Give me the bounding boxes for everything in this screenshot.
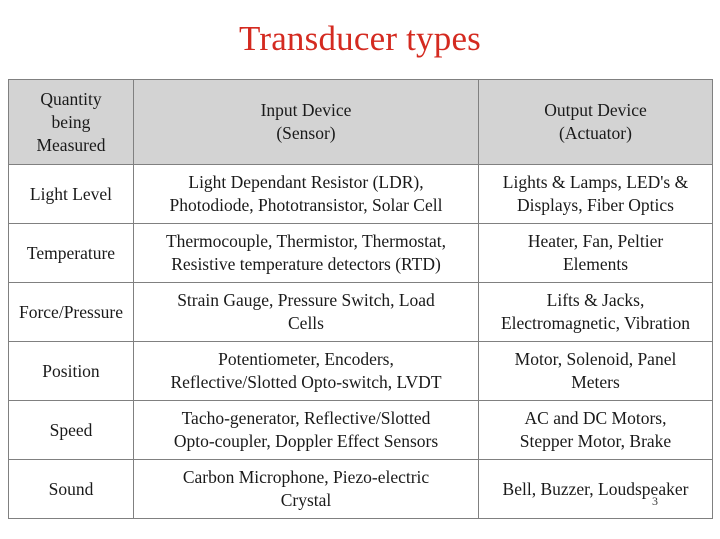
cell-output-device-line-1: AC and DC Motors, — [524, 408, 667, 428]
table-row: Temperature Thermocouple, Thermistor, Th… — [8, 223, 713, 283]
cell-input-device-line-1: Tacho-generator, Reflective/Slotted — [181, 408, 431, 428]
transducer-types-table: Quantity being Measured Input Device (Se… — [8, 79, 713, 519]
cell-output-device-line-2: Meters — [571, 372, 620, 392]
cell-input-device-line-1: Light Dependant Resistor (LDR), — [188, 172, 424, 192]
table-header-row: Quantity being Measured Input Device (Se… — [8, 79, 713, 165]
cell-output-device: Motor, Solenoid, Panel Meters — [478, 341, 713, 401]
cell-input-device: Thermocouple, Thermistor, Thermostat, Re… — [133, 223, 479, 283]
column-header-quantity: Quantity being Measured — [8, 79, 134, 165]
cell-input-device: Carbon Microphone, Piezo-electric Crysta… — [133, 459, 479, 519]
cell-output-device: Heater, Fan, Peltier Elements — [478, 223, 713, 283]
table-row: Position Potentiometer, Encoders, Reflec… — [8, 341, 713, 401]
cell-quantity: Temperature — [8, 223, 134, 283]
cell-quantity: Light Level — [8, 164, 134, 224]
column-header-output-device-line-2: (Actuator) — [559, 123, 632, 143]
cell-input-device-line-1: Potentiometer, Encoders, — [218, 349, 394, 369]
cell-output-device-line-2: Stepper Motor, Brake — [519, 431, 672, 451]
cell-input-device-line-1: Carbon Microphone, Piezo-electric — [182, 467, 430, 487]
cell-input-device: Tacho-generator, Reflective/Slotted Opto… — [133, 400, 479, 460]
column-header-quantity-line-1: Quantity — [40, 88, 102, 109]
table-row: Force/Pressure Strain Gauge, Pressure Sw… — [8, 282, 713, 342]
cell-output-device-line-1: Bell, Buzzer, Loudspeaker — [502, 478, 689, 499]
cell-quantity: Force/Pressure — [8, 282, 134, 342]
cell-input-device-line-2: Photodiode, Phototransistor, Solar Cell — [169, 195, 443, 215]
cell-output-device-line-1: Lights & Lamps, LED's & — [502, 172, 689, 192]
cell-output-device-line-1: Lifts & Jacks, — [546, 290, 645, 310]
cell-input-device: Strain Gauge, Pressure Switch, Load Cell… — [133, 282, 479, 342]
cell-output-device: AC and DC Motors, Stepper Motor, Brake — [478, 400, 713, 460]
column-header-output-device: Output Device (Actuator) — [478, 79, 713, 165]
cell-output-device-line-2: Electromagnetic, Vibration — [500, 313, 691, 333]
cell-input-device-line-2: Crystal — [280, 490, 332, 510]
transducer-types-table-wrapper: Quantity being Measured Input Device (Se… — [8, 79, 713, 519]
cell-output-device-line-2: Displays, Fiber Optics — [516, 195, 674, 215]
table-body: Light Level Light Dependant Resistor (LD… — [8, 164, 713, 519]
cell-quantity: Position — [8, 341, 134, 401]
column-header-quantity-line-2: being — [51, 111, 91, 132]
column-header-input-device-line-2: (Sensor) — [276, 123, 336, 143]
cell-input-device: Potentiometer, Encoders, Reflective/Slot… — [133, 341, 479, 401]
table-header: Quantity being Measured Input Device (Se… — [8, 79, 713, 165]
page-title: Transducer types — [238, 19, 481, 58]
cell-input-device-line-2: Reflective/Slotted Opto-switch, LVDT — [170, 372, 442, 392]
cell-input-device-line-2: Opto-coupler, Doppler Effect Sensors — [173, 431, 439, 451]
cell-input-device-line-2: Resistive temperature detectors (RTD) — [171, 254, 441, 274]
column-header-output-device-line-1: Output Device — [544, 100, 647, 120]
table-row: Speed Tacho-generator, Reflective/Slotte… — [8, 400, 713, 460]
table-row: Light Level Light Dependant Resistor (LD… — [8, 164, 713, 224]
table-row: Sound Carbon Microphone, Piezo-electric … — [8, 459, 713, 519]
cell-output-device: Lifts & Jacks, Electromagnetic, Vibratio… — [478, 282, 713, 342]
cell-input-device: Light Dependant Resistor (LDR), Photodio… — [133, 164, 479, 224]
column-header-input-device: Input Device (Sensor) — [133, 79, 479, 165]
cell-input-device-line-1: Thermocouple, Thermistor, Thermostat, — [165, 231, 447, 251]
cell-quantity: Speed — [8, 400, 134, 460]
cell-output-device-line-1: Heater, Fan, Peltier — [527, 231, 664, 251]
cell-output-device-line-1: Motor, Solenoid, Panel — [514, 349, 677, 369]
page-number: 3 — [652, 494, 658, 508]
cell-input-device-line-2: Cells — [288, 313, 324, 333]
column-header-input-device-line-1: Input Device — [260, 100, 352, 120]
column-header-quantity-line-3: Measured — [36, 134, 106, 155]
cell-output-device: Bell, Buzzer, Loudspeaker — [478, 459, 713, 519]
cell-output-device-line-2: Elements — [562, 254, 629, 274]
cell-output-device: Lights & Lamps, LED's & Displays, Fiber … — [478, 164, 713, 224]
cell-quantity: Sound — [8, 459, 134, 519]
cell-input-device-line-1: Strain Gauge, Pressure Switch, Load — [177, 290, 435, 310]
